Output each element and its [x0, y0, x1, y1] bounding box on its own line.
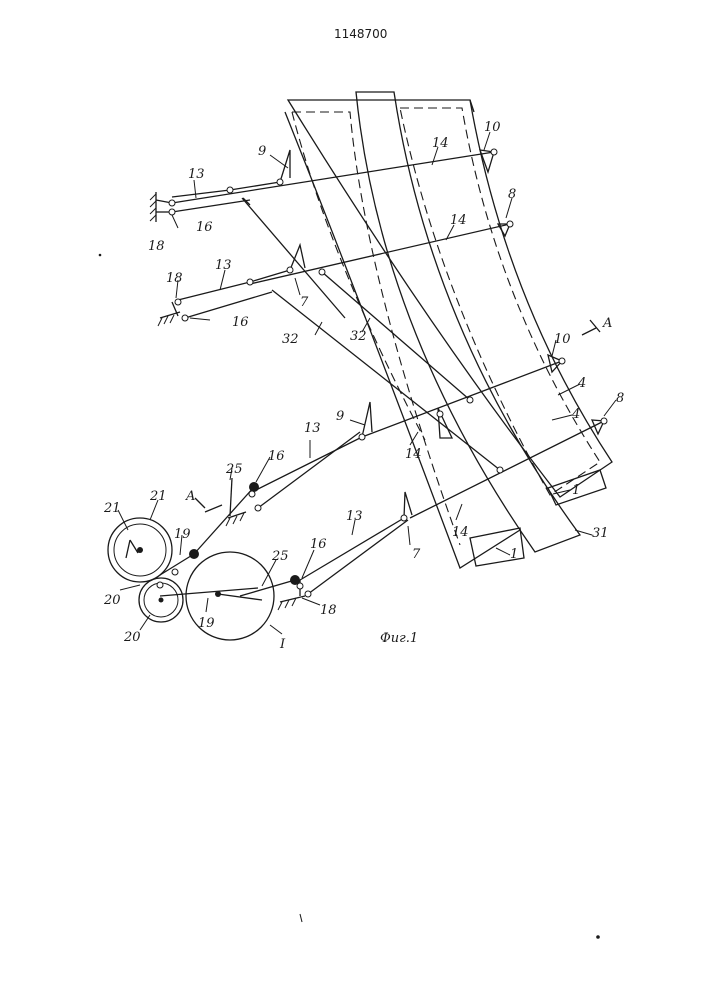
section-mark-a-left [195, 498, 222, 512]
label-1-right: 1 [572, 483, 580, 498]
label-a-right: A [602, 316, 612, 331]
inner-dashed-frame-left [292, 112, 460, 545]
label-9-middle: 9 [336, 409, 344, 424]
label-16-second: 16 [232, 315, 249, 330]
label-16-fourth: 16 [310, 537, 327, 552]
reference-numerals: 9 10 14 8 14 13 16 18 13 18 16 7 32 32 1… [103, 120, 624, 652]
scan-specks [99, 254, 600, 939]
label-8-lower: 8 [616, 391, 624, 406]
label-13-top: 13 [188, 167, 205, 182]
section-mark-a-right [582, 320, 600, 335]
rod-14-lower-b [410, 421, 604, 518]
label-31: 31 [592, 526, 609, 541]
label-14-top: 14 [432, 136, 449, 151]
label-32-right: 32 [350, 329, 367, 344]
inner-dashed-frame-right [400, 108, 600, 495]
label-20-left: 20 [103, 593, 121, 608]
label-a-left: A [185, 489, 195, 504]
pins [157, 149, 607, 597]
link-32-b [272, 290, 500, 470]
label-20-bottom: 20 [123, 630, 141, 645]
rod-14-upper [172, 152, 494, 203]
rod-14-lower-a [362, 361, 562, 437]
figure-caption: Фиг.1 [380, 631, 418, 646]
label-7-top: 7 [300, 295, 309, 310]
label-19-lower: 19 [198, 616, 215, 631]
label-18-second: 18 [166, 271, 183, 286]
rod-14-middle [250, 224, 510, 284]
ground-support-second [158, 302, 180, 326]
label-25-lower: 25 [271, 549, 289, 564]
label-10-top: 10 [484, 120, 501, 135]
label-13-fourth: 13 [346, 509, 363, 524]
label-25-upper: 25 [225, 462, 243, 477]
label-9-top: 9 [258, 144, 266, 159]
label-10-lower: 10 [554, 332, 571, 347]
label-16-third: 16 [268, 449, 285, 464]
label-roman-i: I [279, 637, 286, 652]
label-14-third: 14 [405, 447, 422, 462]
patent-number: 1148700 [334, 27, 387, 41]
label-8-top: 8 [508, 187, 516, 202]
label-18-lower: 18 [320, 603, 337, 618]
label-21-right: 21 [149, 489, 167, 504]
ground-support-top [150, 192, 172, 222]
label-16-top: 16 [196, 220, 213, 235]
label-21-left: 21 [103, 501, 121, 516]
link-32-a [242, 198, 470, 400]
label-13-second: 13 [215, 258, 232, 273]
label-13-third: 13 [304, 421, 321, 436]
label-14-fourth: 14 [452, 525, 469, 540]
label-18-top: 18 [148, 239, 165, 254]
label-4-lower: 4 [571, 407, 580, 422]
label-14-second: 14 [450, 213, 467, 228]
wheel-21 [108, 518, 172, 582]
label-32-left: 32 [282, 332, 299, 347]
label-4-upper: 4 [577, 376, 586, 391]
label-1-bottom: 1 [510, 547, 518, 562]
ground-support-25-upper [226, 478, 246, 526]
label-7-lower: 7 [412, 547, 421, 562]
lever-13-second [178, 245, 305, 318]
label-19-upper: 19 [174, 527, 191, 542]
